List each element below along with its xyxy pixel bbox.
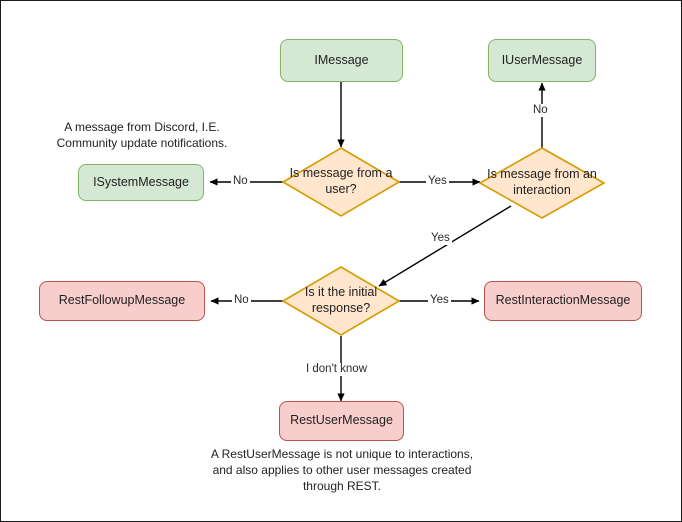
node-restusermessage[interactable]: RestUserMessage: [279, 401, 404, 441]
decision-is-initial-response[interactable]: Is it the initial response?: [282, 266, 400, 336]
edge-label-from-user-yes: Yes: [426, 175, 449, 188]
decision-is-initial-response-label: Is it the initial response?: [304, 285, 378, 315]
decision-is-message-from-user[interactable]: Is message from a user?: [282, 147, 400, 217]
node-isystemmessage[interactable]: ISystemMessage: [78, 164, 204, 201]
edge-label-initial-unknown: I don't know: [304, 363, 370, 376]
edge-label-text: I don't know: [306, 363, 368, 375]
node-restinteractionmessage[interactable]: RestInteractionMessage: [484, 281, 642, 321]
decision-is-message-from-interaction[interactable]: Is message from an interaction: [479, 147, 605, 219]
node-restusermessage-label: RestUserMessage: [290, 413, 393, 428]
edge-label-initial-no: No: [232, 294, 251, 307]
node-imessage[interactable]: IMessage: [280, 39, 403, 82]
node-iusermessage[interactable]: IUserMessage: [488, 39, 596, 82]
decision-is-message-from-user-label: Is message from a user?: [289, 166, 393, 196]
edge-label-from-interaction-yes: Yes: [429, 232, 452, 245]
decision-is-message-from-interaction-label: Is message from an interaction: [487, 167, 597, 197]
edge-label-text: No: [234, 294, 249, 306]
node-iusermessage-label: IUserMessage: [501, 52, 583, 67]
edge-label-text: Yes: [431, 232, 450, 244]
node-restfollowupmessage-label: RestFollowupMessage: [58, 293, 186, 308]
edge-label-text: Yes: [430, 294, 449, 306]
node-restfollowupmessage[interactable]: RestFollowupMessage: [39, 281, 205, 321]
note-system-message: A message from Discord, I.E. Community u…: [56, 120, 228, 151]
node-isystemmessage-label: ISystemMessage: [93, 174, 189, 189]
edge-label-text: No: [533, 104, 548, 116]
diamond-shape: [282, 266, 400, 336]
diamond-shape: [282, 147, 400, 217]
edge-label-initial-yes: Yes: [428, 294, 451, 307]
edge-label-text: No: [233, 175, 248, 187]
node-imessage-label: IMessage: [314, 52, 369, 67]
edge-label-text: Yes: [428, 175, 447, 187]
edge-label-from-interaction-no: No: [531, 104, 550, 117]
edge-label-from-user-no: No: [231, 175, 250, 188]
node-restinteractionmessage-label: RestInteractionMessage: [495, 293, 631, 308]
diamond-shape: [479, 147, 605, 219]
note-rest-user-message: A RestUserMessage is not unique to inter…: [210, 447, 474, 494]
